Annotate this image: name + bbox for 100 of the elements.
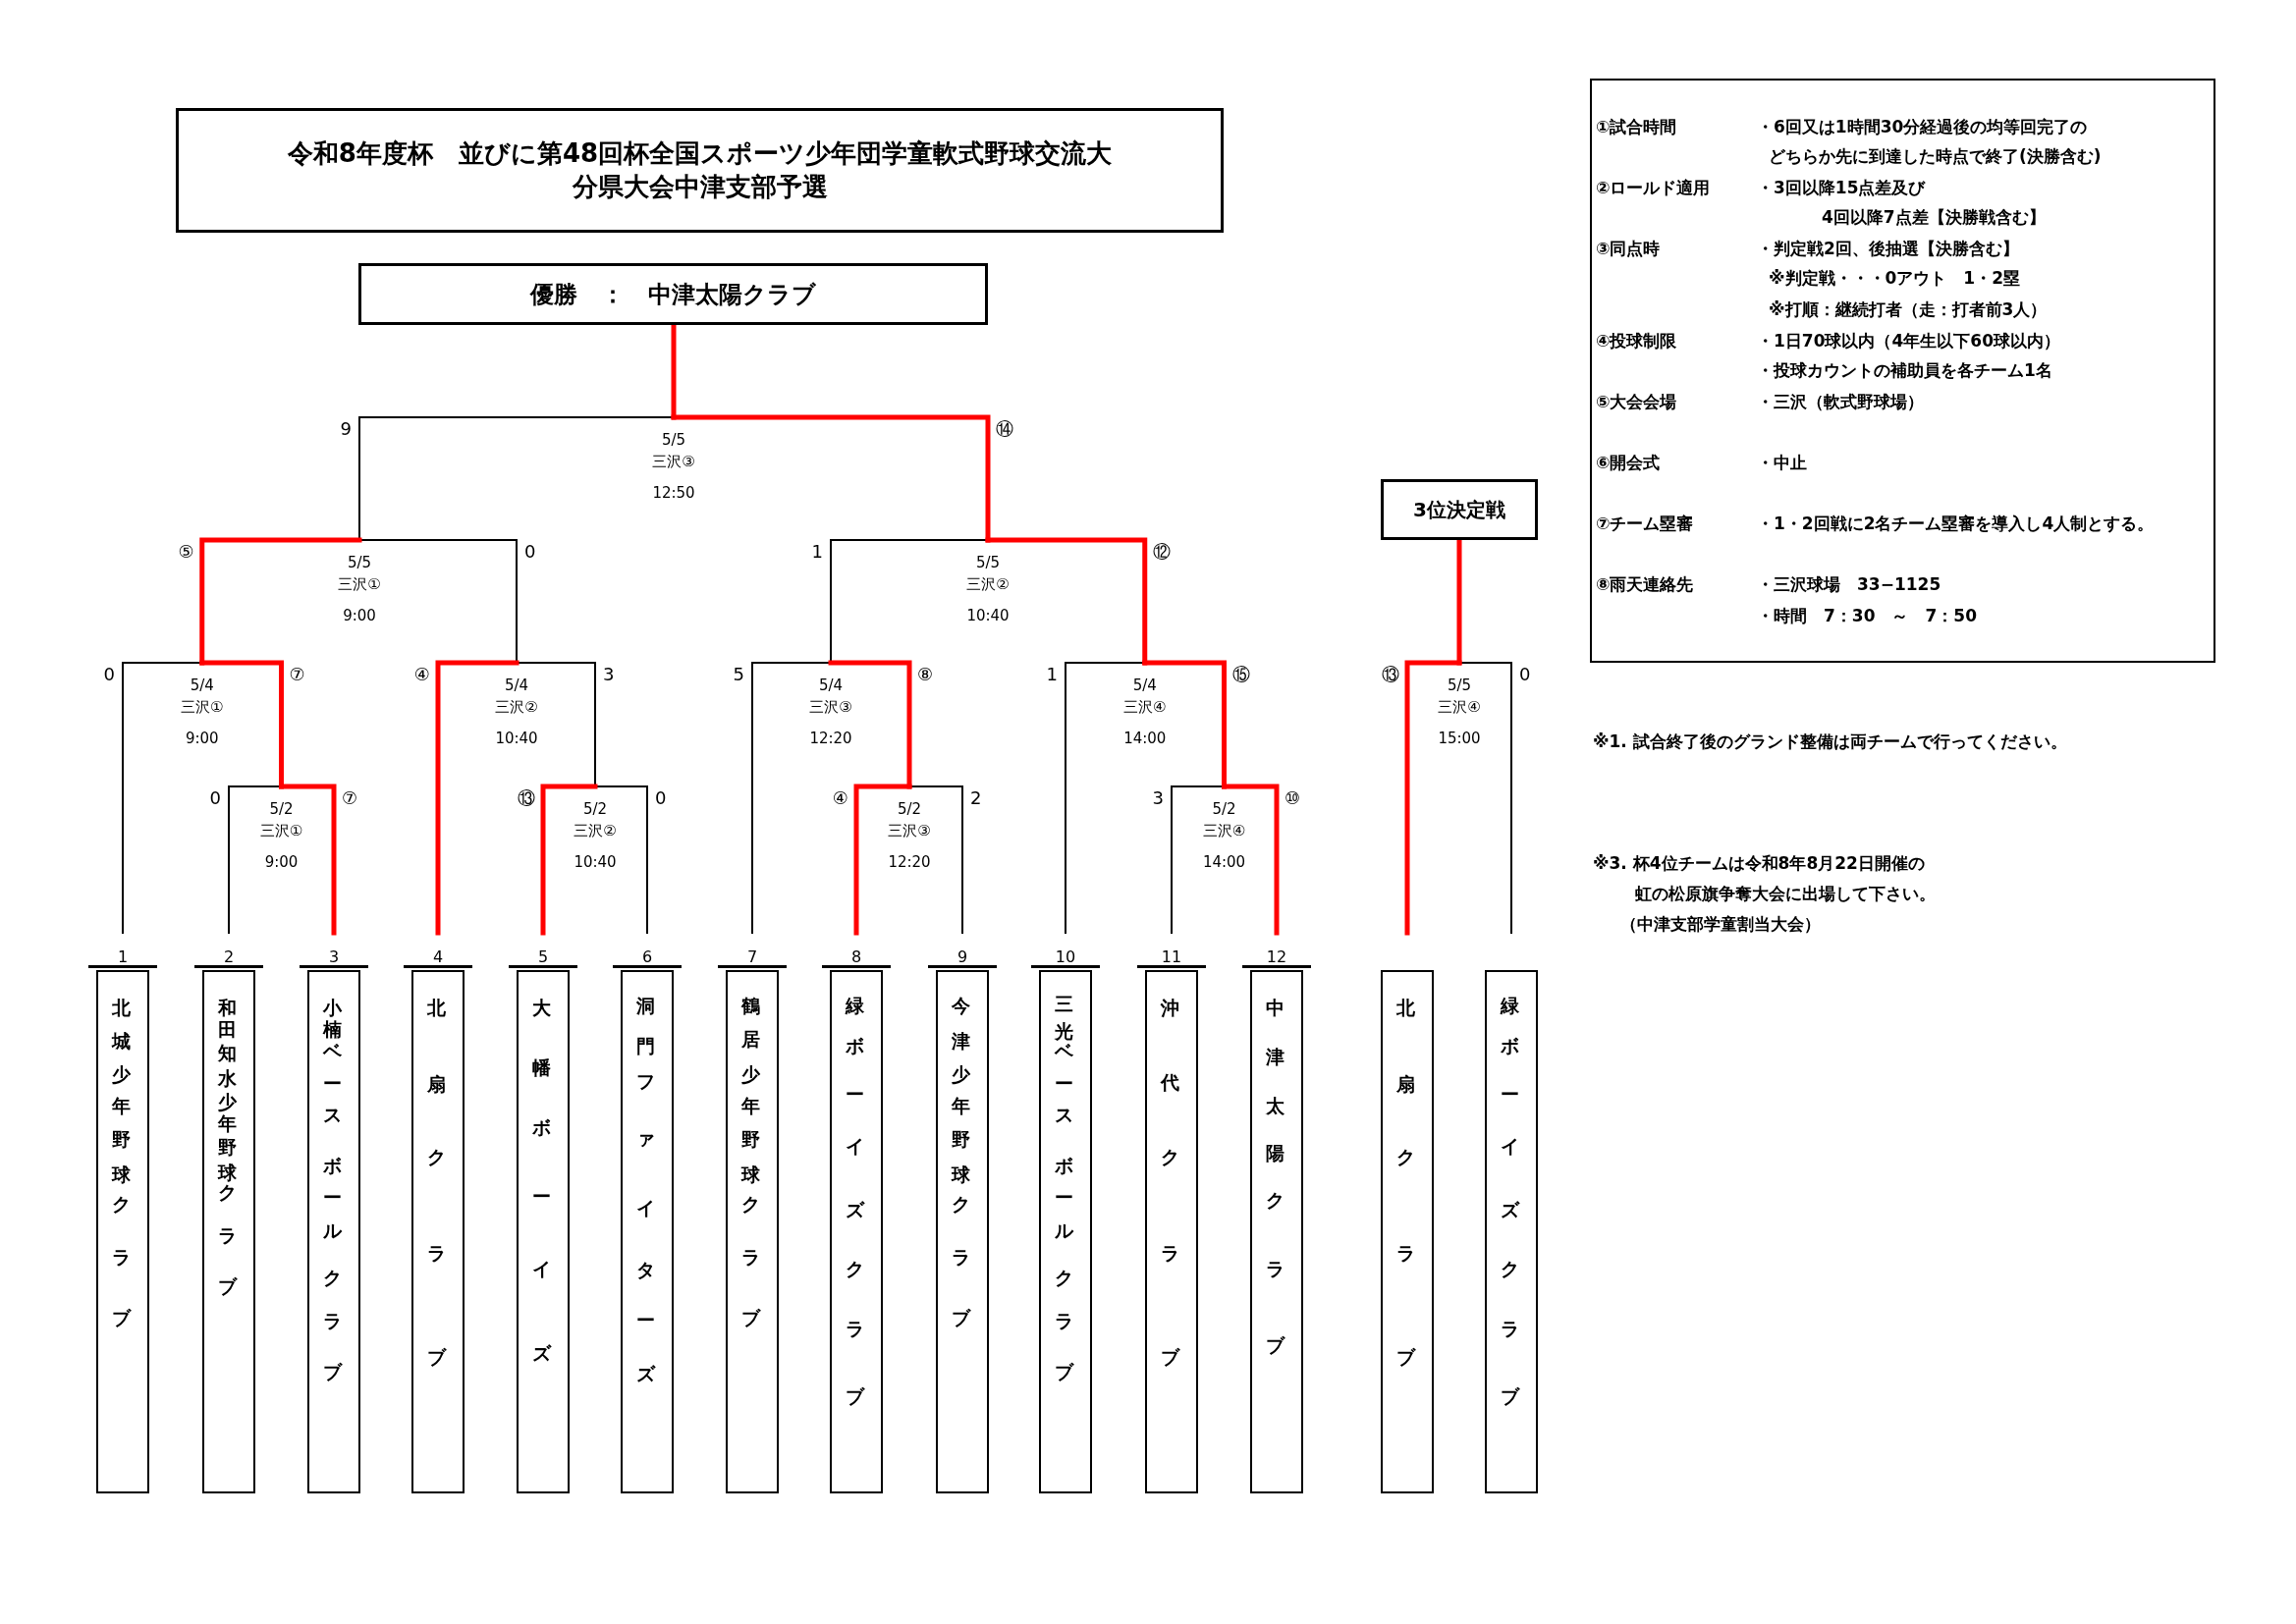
score-label: 0 (655, 788, 667, 808)
start-time: 15:00 (1437, 729, 1482, 749)
match-date: 5/2 (896, 799, 923, 820)
team-name-box: 緑ボーイズクラブ (1485, 970, 1538, 1493)
start-time: 12:20 (887, 852, 932, 873)
rule-text: ・時間 7：30 ～ 7：50 (1757, 605, 1977, 627)
rule-text: どちらか先に到達した時点で終了(決勝含む) (1769, 145, 2102, 168)
bracket-line (435, 660, 519, 936)
rule-text: ・3回以降15点差及び (1757, 177, 1926, 199)
team-name-box: 和田知水少年野球クラブ (202, 970, 255, 1493)
rule-text: ・1・2回戦に2名チーム塁審を導入し4人制とする。 (1757, 513, 2155, 535)
score-label: ⑬ (518, 788, 535, 808)
start-time: 9:00 (342, 606, 377, 626)
score-label: 0 (103, 665, 115, 684)
rule-text: ・6回又は1時間30分経過後の均等回完了の (1757, 116, 2088, 138)
rule-heading: ③同点時 (1596, 238, 1661, 260)
match-date: 5/2 (1211, 799, 1237, 820)
start-time: 14:00 (1201, 852, 1247, 873)
title: 令和8年度杯 並びに第48回杯全国スポーツ少年団学童軟式野球交流大分県大会中津支部予選 (286, 136, 1114, 203)
rule-text: ※打順：継続打者（走：打者前3人） (1769, 298, 2048, 321)
score-label: 0 (209, 788, 221, 808)
rule-text: ・三沢（軟式野球場） (1757, 391, 1924, 413)
match-date: 5/2 (268, 799, 295, 820)
rule-text: ・三沢球場 33−1125 (1757, 573, 1941, 596)
team-name-box: 北扇クラブ (1381, 970, 1434, 1493)
bracket-line (279, 784, 337, 936)
score-label: ⑦ (289, 665, 305, 684)
match-date: 5/2 (581, 799, 609, 820)
start-time: 12:50 (651, 483, 696, 504)
score-label: ⑭ (996, 419, 1013, 439)
rule-text: ※判定戦・・・0アウト 1・2塁 (1769, 267, 2020, 290)
team-name-box: 鶴居少年野球クラブ (726, 970, 779, 1493)
team-name-box: 北扇クラブ (411, 970, 465, 1493)
start-time: 10:40 (573, 852, 618, 873)
rule-text: ・1日70球以内（4年生以下60球以内） (1757, 330, 2060, 352)
start-time: 9:00 (184, 729, 220, 749)
start-time: 14:00 (1122, 729, 1168, 749)
rule-text: 4回以降7点差【決勝戦含む】 (1822, 206, 2046, 229)
score-label: 0 (524, 542, 536, 562)
rule-heading: ⑦チーム塁審 (1596, 513, 1694, 535)
rule-heading: ⑥開会式 (1596, 452, 1661, 474)
bracket-line (830, 539, 989, 664)
team-name-box: 洞門ファイターズ (621, 970, 674, 1493)
venue-label: 三沢① (180, 697, 225, 718)
score-label: ⑮ (1231, 665, 1250, 684)
bracket-line (751, 662, 832, 934)
rule-heading: ①試合時間 (1596, 116, 1677, 138)
score-label: 1 (1046, 665, 1058, 684)
venue-label: 三沢③ (887, 821, 932, 841)
match-date: 5/4 (189, 676, 215, 696)
score-label: 3 (603, 665, 615, 684)
bracket-line (1222, 784, 1280, 936)
venue-label: 三沢④ (1201, 821, 1247, 841)
bracket-line (853, 784, 912, 936)
rule-heading: ④投球制限 (1596, 330, 1677, 352)
score-label: ④ (413, 665, 430, 684)
score-label: 0 (1519, 665, 1531, 684)
rule-text: ・投球カウントの補助員を各チーム1名 (1757, 359, 2052, 382)
match-date: 5/4 (503, 676, 530, 696)
score-label: ⑦ (342, 788, 358, 808)
team-name-box: 緑ボーイズクラブ (830, 970, 883, 1493)
venue-label: 三沢① (258, 821, 304, 841)
team-name-box: 中津太陽クラブ (1250, 970, 1303, 1493)
match-date: 5/5 (1446, 676, 1473, 696)
start-time: 9:00 (263, 852, 300, 873)
score-label: ⑤ (178, 542, 194, 562)
note-text: （中津支部学童割当大会） (1620, 913, 1821, 936)
start-time: 12:20 (808, 729, 853, 749)
match-date: 5/5 (346, 553, 373, 573)
venue-label: 三沢② (965, 574, 1011, 595)
score-label: 5 (733, 665, 744, 684)
venue-label: 三沢③ (651, 452, 696, 472)
note-text: ※1. 試合終了後のグランド整備は両チームで行ってください。 (1593, 731, 2067, 753)
venue-label: 三沢② (494, 697, 539, 718)
bracket-line (358, 416, 675, 541)
score-label: 1 (811, 542, 823, 562)
venue-label: 三沢① (337, 574, 382, 595)
team-name-box: 北城少年野球クラブ (96, 970, 149, 1493)
team-name-box: 三光ベースボールクラブ (1039, 970, 1092, 1493)
third-place-box: 3位決定戦 (1381, 479, 1538, 540)
champion-box: 優勝 ： 中津太陽クラブ (358, 263, 988, 325)
rule-heading: ②ロールド適用 (1596, 177, 1711, 199)
start-time: 10:40 (965, 606, 1011, 626)
note-text: 虹の松原旗争奪大会に出場して下さい。 (1635, 883, 1936, 905)
score-label: 3 (1152, 788, 1164, 808)
match-date: 5/4 (1131, 676, 1158, 696)
score-label: ⑧ (917, 665, 934, 684)
bracket-line (540, 784, 598, 936)
team-name-box: 小楠ベースボールクラブ (307, 970, 360, 1493)
score-label: ⑬ (1382, 665, 1399, 684)
venue-label: 三沢② (573, 821, 618, 841)
match-date: 5/5 (660, 430, 687, 451)
score-label: ⑩ (1285, 788, 1301, 808)
team-name-box: 今津少年野球クラブ (936, 970, 989, 1493)
score-label: 9 (340, 419, 352, 439)
venue-label: 三沢③ (808, 697, 853, 718)
score-label: ⑫ (1152, 542, 1171, 562)
note-text: ※3. 杯4位チームは令和8年8月22日開催の (1593, 852, 1925, 875)
start-time: 10:40 (494, 729, 539, 749)
score-label: 2 (970, 788, 982, 808)
